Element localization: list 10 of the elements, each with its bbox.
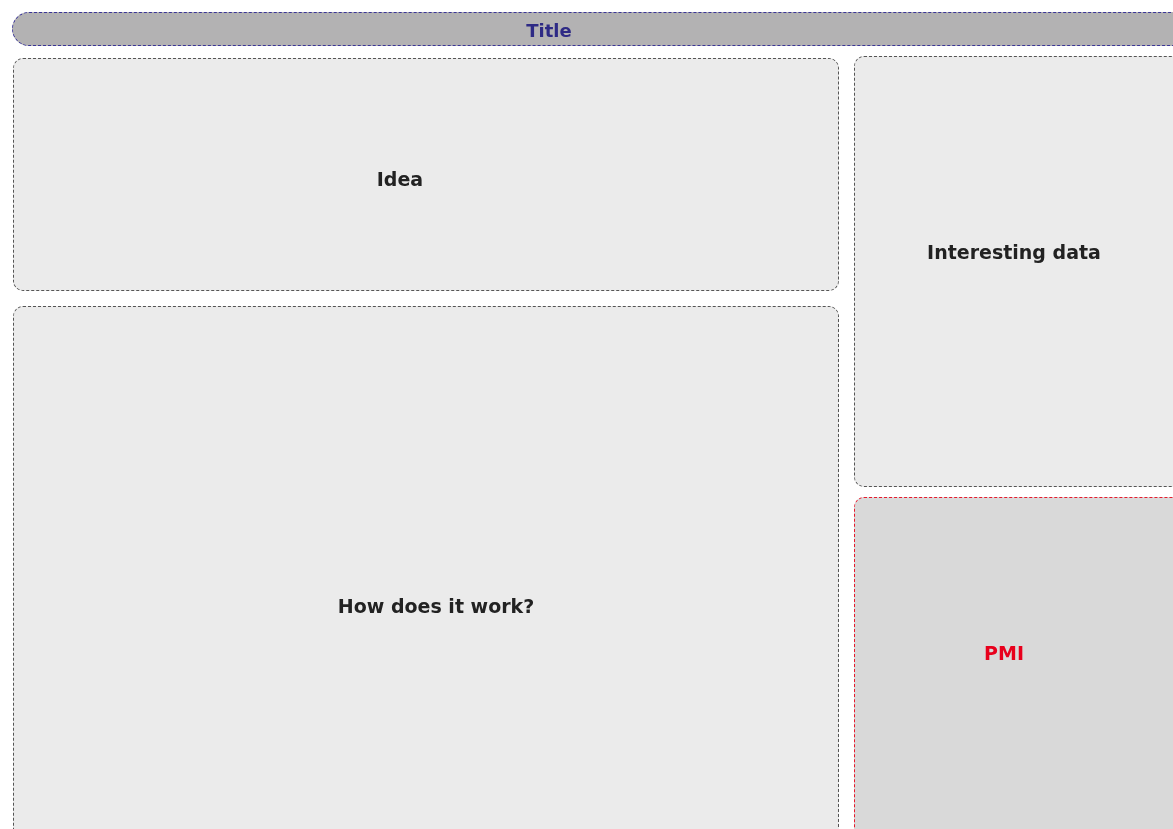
section-panel: [854, 56, 1173, 487]
title-text: Title: [526, 19, 572, 41]
section-panel: [13, 306, 839, 829]
section-panel: [13, 58, 839, 291]
section-heading: Interesting data: [927, 241, 1101, 263]
section-heading: How does it work?: [337, 595, 535, 617]
section-heading: PMI: [984, 642, 1024, 664]
title-bar: [12, 12, 1173, 46]
section-panel: [854, 497, 1173, 829]
section-heading: Idea: [376, 168, 424, 190]
